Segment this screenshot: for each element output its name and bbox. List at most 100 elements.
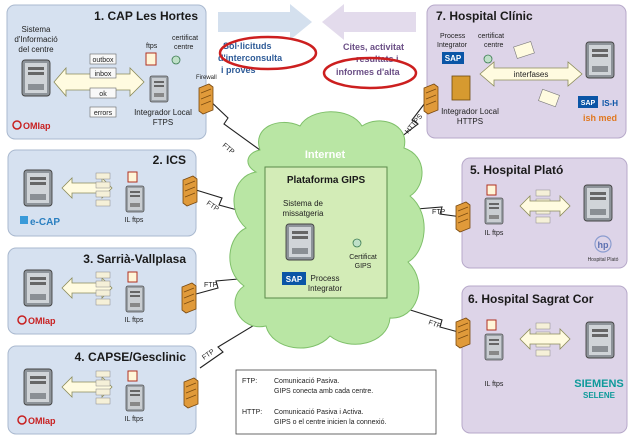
results-label: Cites, activitat	[343, 42, 404, 52]
link-cap-hortes	[206, 97, 261, 151]
integrator-server-icon	[451, 75, 471, 101]
hp-logo-caption: Hospital Plató	[588, 257, 619, 263]
firewall-icon	[182, 175, 198, 207]
server-icon	[23, 169, 53, 207]
server-icon	[21, 59, 51, 97]
server-icon	[585, 41, 615, 79]
sap-logo-icon	[442, 52, 464, 64]
messaging-server-icon	[285, 223, 315, 261]
folder-inbox	[89, 67, 117, 79]
omi-logo-icon	[12, 120, 22, 130]
ecap-logo: e-CAP	[30, 217, 60, 228]
firewall-label: Firewall	[196, 75, 217, 81]
sap-logo: SAP	[286, 275, 303, 284]
results-label: informes d'alta	[336, 67, 401, 77]
interfases-label: interfases	[514, 70, 549, 79]
cert-label: centre	[174, 44, 194, 51]
envelope-icon	[513, 41, 535, 59]
firewall-icon	[181, 282, 197, 314]
ftps-icon	[145, 52, 157, 66]
il-ftps-label: IL ftps	[125, 416, 144, 423]
ftps-icon	[486, 184, 497, 196]
internet-cloud: Internet Plataforma GIPS Sistema de miss…	[229, 111, 425, 349]
firewall-icon	[423, 83, 439, 115]
server-icon	[23, 368, 53, 406]
link-plato	[403, 206, 463, 218]
il-ftps-label: IL ftps	[485, 381, 504, 388]
folder-label: outbox	[92, 57, 114, 64]
messaging-label: missatgeria	[283, 209, 324, 218]
integrator-label: Integrador Local	[134, 108, 192, 117]
pi-label: Integrator	[437, 42, 468, 49]
panel-title: 2. ICS	[153, 153, 186, 167]
omi-logo: OMIap	[23, 121, 51, 131]
sap-ish-logo: IS-H	[602, 99, 618, 108]
folder-errors	[89, 106, 117, 118]
highlight-circle	[322, 56, 418, 90]
system-label: del centre	[18, 45, 54, 54]
ecap-logo-icon	[20, 216, 28, 224]
cert-label: certificat	[172, 35, 198, 42]
server-icon	[585, 321, 615, 359]
ftp-label: FTP	[427, 319, 442, 330]
connection-links	[195, 97, 463, 369]
ftp-label: FTP	[221, 142, 236, 156]
firewall-icon	[198, 83, 214, 115]
il-ftps-label: IL ftps	[125, 217, 144, 224]
internet-label: Internet	[305, 149, 346, 161]
integrator-label: HTTPS	[457, 117, 483, 126]
platform-title: Plataforma GIPS	[287, 175, 366, 186]
firewall-icon	[455, 317, 471, 349]
server-icon	[23, 269, 53, 307]
cert-label: centre	[484, 42, 504, 49]
gips-cert-label: Certificat	[349, 254, 377, 261]
legend-key: FTP:	[242, 378, 257, 385]
panel-ics: 2. ICS IL ftps e-CAP	[7, 149, 198, 237]
integrator-server-icon	[149, 75, 169, 103]
legend-text: Comunicació Pasiva i Activa.	[274, 409, 364, 416]
ftps-icon	[127, 171, 138, 183]
certificate-icon	[483, 54, 493, 64]
legend-text: GIPS o el centre inicien la connexió.	[274, 419, 387, 426]
ishmed-logo: ish med	[583, 113, 617, 123]
integrator-server-icon	[484, 333, 504, 361]
ftp-label: FTP	[201, 348, 216, 362]
pi-label: Process	[440, 33, 466, 40]
selene-logo: SELENE	[583, 391, 616, 400]
firewall-icon	[183, 377, 199, 409]
hp-logo: hp	[598, 240, 609, 250]
legend-text: GIPS conecta amb cada centre.	[274, 388, 373, 395]
integrator-server-icon	[484, 197, 504, 225]
folder-label: errors	[94, 110, 113, 117]
ftps-label: ftps	[146, 43, 158, 50]
panel-hospital-plato: 5. Hospital Plató IL ftps hp Hospital Pl…	[455, 157, 628, 269]
omi-logo: OMIap	[28, 316, 56, 326]
panel-hospital-clinic: 7. Hospital Clínic Process Integrator ce…	[423, 4, 627, 139]
pi-label: Integrator	[308, 284, 343, 293]
ftps-icon	[127, 271, 138, 283]
hp-logo-icon	[594, 235, 612, 253]
legend-key: HTTP:	[242, 409, 262, 416]
panel-title: 4. CAPSE/Gesclinic	[75, 350, 187, 364]
ftp-label: FTP	[204, 282, 218, 289]
il-ftps-label: IL ftps	[485, 230, 504, 237]
certificate-icon	[171, 55, 181, 65]
system-label: Sistema	[22, 25, 51, 34]
folder-label: ok	[99, 91, 107, 98]
panel-sarria: 3. Sarrià-Vallplasa IL ftps OMIap	[7, 247, 197, 335]
integrator-label: Integrador Local	[441, 107, 499, 116]
system-label: d'Informació	[14, 35, 58, 44]
legend-text: Comunicació Pasiva.	[274, 378, 339, 385]
sap-logo: SAP	[445, 54, 462, 63]
sap-ish-logo-icon	[578, 96, 598, 108]
panel-title: 3. Sarrià-Vallplasa	[83, 252, 186, 266]
omi-logo-icon	[17, 415, 27, 425]
integrator-server-icon	[125, 285, 145, 313]
il-ftps-label: IL ftps	[125, 317, 144, 324]
panel-title: 1. CAP Les Hortes	[94, 9, 198, 23]
panel-hospital-sagrat-cor: 6. Hospital Sagrat Cor IL ftps SIEMENS S…	[455, 285, 628, 434]
integrator-server-icon	[125, 384, 145, 412]
link-capse	[199, 323, 257, 369]
omi-logo: OMIap	[28, 416, 56, 426]
